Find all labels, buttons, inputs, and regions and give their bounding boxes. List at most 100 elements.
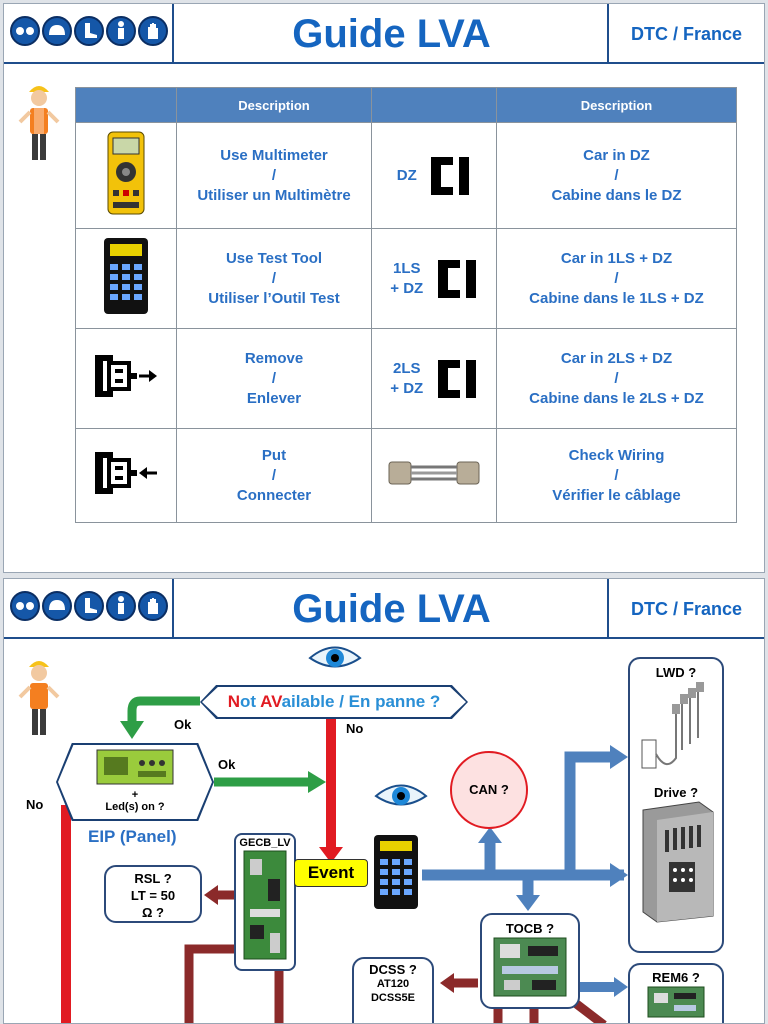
- legend-row: Put/Connecter Check Wiring/Vérifier le c…: [75, 428, 737, 523]
- dcss-box: DCSS ? AT120 DCSS5E: [352, 957, 434, 1023]
- dcss-model-label: DCSS5E: [370, 992, 416, 1004]
- region-label: DTC / France: [607, 4, 764, 62]
- ok-label: Ok: [218, 757, 236, 772]
- gecb-box: GECB_LV: [234, 833, 296, 971]
- eye-icon: [374, 784, 428, 806]
- header-cell-description-left: Description: [176, 87, 372, 123]
- slide-header: Guide LVA DTC / France: [4, 579, 764, 639]
- gloves-icon: [138, 16, 168, 46]
- load-weighing-device-icon: [641, 682, 704, 769]
- ls-symbol-cell: 1LS+ DZ: [371, 228, 497, 329]
- ok-arrow-1-head: [120, 721, 144, 739]
- ok-arrow-1: [127, 696, 200, 723]
- worker-figure-icon: [18, 86, 60, 160]
- can-node: CAN ?: [450, 751, 528, 829]
- connector-remove-icon: [75, 328, 177, 429]
- gloves-icon: [138, 591, 168, 621]
- rsl-label: RSL ?: [134, 871, 172, 886]
- action-text: Remove/Enlever: [244, 349, 304, 407]
- action-text: Use Test Tool/Utiliser l’Outil Test: [208, 249, 340, 307]
- drive-label: Drive ?: [653, 785, 699, 800]
- ppe-icons: [4, 579, 174, 637]
- rem6-box: REM6 ?: [628, 963, 724, 1023]
- lwd-label: LWD ?: [655, 665, 697, 680]
- gecb-down-left: [184, 944, 236, 1023]
- rem6-label: REM6 ?: [652, 970, 700, 985]
- no-label: No: [346, 721, 364, 736]
- eip-plus: +: [131, 789, 139, 801]
- rsl-lt-label: LT = 50: [130, 888, 176, 903]
- question-box: Not AVailable / En panne ?: [200, 685, 468, 719]
- door-zone-icon: [437, 359, 476, 398]
- position-tag-2: + DZ: [390, 379, 424, 397]
- dcss-label: DCSS ?: [369, 962, 417, 977]
- drive-cabinet-icon: [642, 801, 714, 923]
- legend-row: Use Multimeter/Utiliser un Multimètre DZ…: [75, 122, 737, 229]
- hard-hat-icon: [42, 16, 72, 46]
- legend-table: Description Description Use Multimeter/U…: [75, 87, 737, 523]
- legend-row: Remove/Enlever 2LS + DZ Car in 2LS + DZ/C…: [75, 328, 737, 429]
- question-ot: ot: [240, 692, 261, 711]
- tocb-label: TOCB ?: [505, 921, 555, 936]
- safety-glasses-icon: [10, 591, 40, 621]
- eip-panel-box: + Led(s) on ?: [56, 743, 214, 821]
- to-lwd-arrow: [564, 751, 614, 875]
- gecb-board-icon: [243, 850, 287, 960]
- ppe-icons: [4, 4, 174, 62]
- wiring-icon: [371, 428, 497, 523]
- connector-put-icon: [75, 428, 177, 523]
- safety-boots-icon: [74, 591, 104, 621]
- action-text: Use Multimeter/Utiliser un Multimètre: [197, 146, 351, 204]
- safety-glasses-icon: [10, 16, 40, 46]
- state-text: Car in 2LS + DZ/Cabine dans le 2LS + DZ: [529, 349, 704, 407]
- eye-icon: [308, 646, 362, 668]
- flowchart-slide: Guide LVA DTC / France: [3, 578, 765, 1024]
- lwd-drive-box: LWD ? Drive ?: [628, 657, 724, 953]
- state-text: Car in 1LS + DZ/Cabine dans le 1LS + DZ: [529, 249, 704, 307]
- door-zone-icon: [431, 156, 470, 195]
- harness-icon: [106, 591, 136, 621]
- page-title: Guide LVA: [292, 12, 491, 56]
- question-rest: ailable / En panne ?: [281, 692, 441, 711]
- rsl-ohm-label: Ω ?: [142, 905, 164, 920]
- multimeter-icon: [75, 122, 177, 229]
- position-tag: 1LS: [393, 259, 421, 277]
- safety-boots-icon: [74, 16, 104, 46]
- legend-row: Use Test Tool/Utiliser l’Outil Test 1LS+…: [75, 228, 737, 329]
- action-text: Put/Connecter: [236, 446, 312, 504]
- header-cell-blank-2: [371, 87, 497, 123]
- no-label: No: [26, 797, 44, 812]
- eip-display-icon: [96, 749, 174, 785]
- flow-connectors: [61, 696, 628, 1023]
- dz-symbol-cell: DZ: [371, 122, 497, 229]
- ok-label: Ok: [174, 717, 192, 732]
- state-text: Car in DZ/Cabine dans le DZ: [551, 146, 682, 204]
- legend-slide: Guide LVA DTC / France Description Descr…: [3, 3, 765, 573]
- hard-hat-icon: [42, 591, 72, 621]
- worker-figure-icon: [18, 661, 60, 735]
- test-tool-icon: [75, 228, 177, 329]
- region-label: DTC / France: [607, 579, 764, 637]
- tocb-box: TOCB ?: [480, 913, 580, 1009]
- rem6-board-icon: [647, 986, 705, 1018]
- header-cell-description-right: Description: [496, 87, 737, 123]
- event-label: Event: [294, 859, 368, 887]
- gecb-label: GECB_LV: [239, 837, 291, 849]
- tocb-board-icon: [493, 937, 567, 997]
- harness-icon: [106, 16, 136, 46]
- door-zone-icon: [437, 259, 476, 298]
- header-cell-blank: [75, 87, 177, 123]
- question-n: N: [227, 692, 240, 711]
- state-text: Check Wiring/Vérifier le câblage: [552, 446, 681, 504]
- eip-leds-question: Led(s) on ?: [105, 801, 165, 813]
- page-title: Guide LVA: [292, 587, 491, 631]
- position-tag: DZ: [396, 166, 417, 184]
- slide-header: Guide LVA DTC / France: [4, 4, 764, 64]
- position-tag: 2LS: [393, 359, 421, 377]
- question-av: AV: [260, 692, 282, 711]
- test-tool-icon: [374, 835, 418, 909]
- no-arrow-1-head: [319, 847, 343, 863]
- ls-symbol-cell: 2LS + DZ: [371, 328, 497, 429]
- eip-panel-label: EIP (Panel): [88, 827, 177, 846]
- rsl-box: RSL ? LT = 50 Ω ?: [104, 865, 202, 923]
